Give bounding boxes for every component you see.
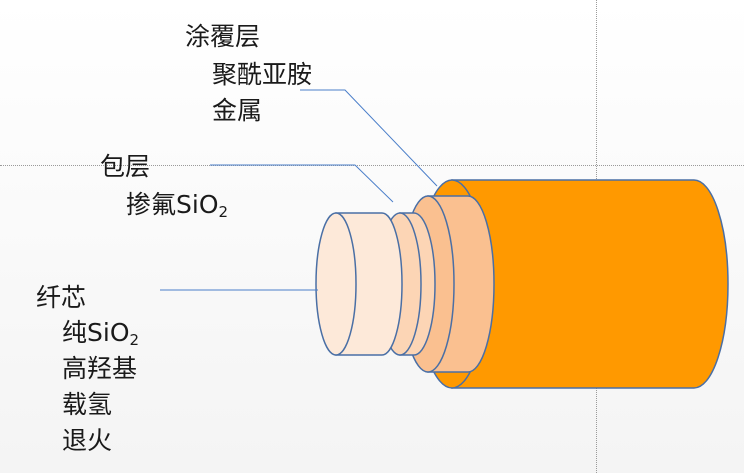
cladding-material: 掺氟SiO2: [126, 190, 229, 221]
core-title: 纤芯: [36, 283, 87, 312]
coating-item-polyimide: 聚酰亚胺: [212, 60, 313, 89]
core-item-high-hydroxyl: 高羟基: [62, 354, 138, 383]
coating-leader-line: [300, 89, 438, 187]
horizontal-guide-line: [0, 165, 744, 166]
core-layer: [315, 212, 403, 356]
coating-title: 涂覆层: [185, 22, 261, 51]
cladding-title: 包层: [100, 152, 151, 181]
cladding-leader-line: [210, 164, 394, 203]
core-item-annealed: 退火: [62, 426, 113, 455]
core-material: 纯SiO2: [62, 318, 140, 349]
core-item-hydrogen-loaded: 载氢: [62, 390, 113, 419]
coating-item-metal: 金属: [212, 96, 263, 125]
